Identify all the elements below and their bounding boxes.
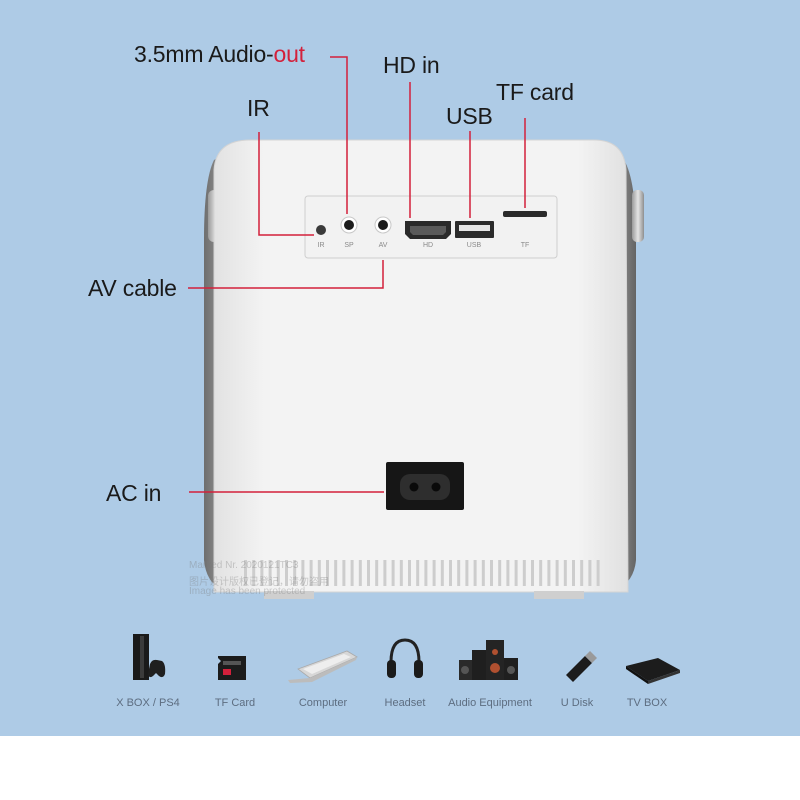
left-foot [264,591,314,599]
vent-slot [596,560,600,586]
device-label-computer: Computer [298,697,348,709]
vent-slot [383,560,387,586]
vent-slot [375,560,379,586]
speakers-icon [459,640,518,680]
tf-card-icon [218,656,246,680]
vent-slot [432,560,436,586]
port-label-av: AV [378,242,388,249]
callout-hd-in: HD in [383,52,440,78]
vent-slot [399,560,403,586]
port-label-usb: USB [466,242,482,249]
vent-slot [276,560,280,586]
vent-slot [547,560,551,586]
vent-slot [416,560,420,586]
vent-slot [572,560,575,586]
vent-slot [244,560,247,586]
callout-av-cable: AV cable [88,275,177,301]
vent-slot [309,560,313,586]
vent-slot [252,560,256,586]
port-label-tf: TF [520,242,530,249]
callout-ir: IR [247,95,270,121]
device-label-tv-box: TV BOX [626,697,668,709]
callout-usb: USB [446,103,493,129]
vent-slot [449,560,452,586]
vent-slot [391,560,395,586]
hdmi-port [405,221,451,239]
right-knob [632,190,644,242]
device-label-headset: Headset [384,697,426,709]
vent-slot [563,560,567,586]
device-label-xbox: X BOX / PS4 [116,697,180,709]
port-label-ir: IR [317,242,325,249]
device-label-u-disk: U Disk [560,697,594,709]
vent-slot [481,560,485,586]
usb-drive-icon [566,651,597,682]
port-label-hd: HD [422,242,434,249]
vent-slot [268,560,272,586]
callout-tf-card: TF card [496,79,574,105]
right-foot [534,591,584,599]
tf-slot [503,211,547,217]
callout-audio-out: 3.5mm Audio-out [134,41,305,68]
leader-audio-out [330,56,348,214]
watermark-line-3: Image has been protected [189,586,306,597]
device-label-audio-equipment: Audio Equipment [448,697,532,709]
vent-slot [588,560,592,586]
leader-av-cable [188,260,384,289]
watermark-line-1: Marked Nr. 2020121TC3 [189,560,299,571]
callout-audio-out-prefix: 3.5mm Audio- [134,41,274,67]
vent-slot [317,560,321,586]
vent-slot [424,560,428,586]
watermark-line-2: 图片设计版权已登记，请勿盗用 [189,577,329,588]
vent-slots [244,560,600,586]
usb-port [455,221,494,238]
headphones-icon [387,638,423,678]
vent-slot [408,560,411,586]
vent-slot [514,560,518,586]
vent-slot [506,560,510,586]
av-jack-hole [378,220,388,230]
vent-slot [342,560,346,586]
vent-slot [465,560,469,586]
vent-slot [440,560,444,586]
callout-audio-out-accent: out [273,41,306,67]
tv-box-icon [626,658,680,684]
vent-slot [367,560,370,586]
vent-slot [522,560,526,586]
vent-slot [539,560,543,586]
vent-slot [498,560,502,586]
vent-slot [358,560,362,586]
leader-lines [188,56,526,493]
vent-slot [580,560,584,586]
ac-socket [386,462,464,510]
ir-sensor [316,225,326,235]
leader-ir [258,132,314,236]
port-label-sp: SP [344,242,354,249]
vent-slot [293,560,297,586]
vent-slot [457,560,461,586]
vent-slot [350,560,354,586]
vent-slot [334,560,338,586]
vent-slot [326,560,329,586]
game-console-icon [133,634,166,680]
vent-slot [473,560,477,586]
sp-jack-hole [344,220,354,230]
device-label-tf-card: TF Card [214,697,256,709]
callout-ac-in: AC in [106,480,162,506]
laptop-icon [288,650,358,683]
vent-slot [531,560,534,586]
vent-slot [285,560,288,586]
vent-slot [301,560,305,586]
vent-slot [555,560,559,586]
bottom-strip [0,736,800,800]
vent-slot [260,560,264,586]
vent-slot [490,560,493,586]
